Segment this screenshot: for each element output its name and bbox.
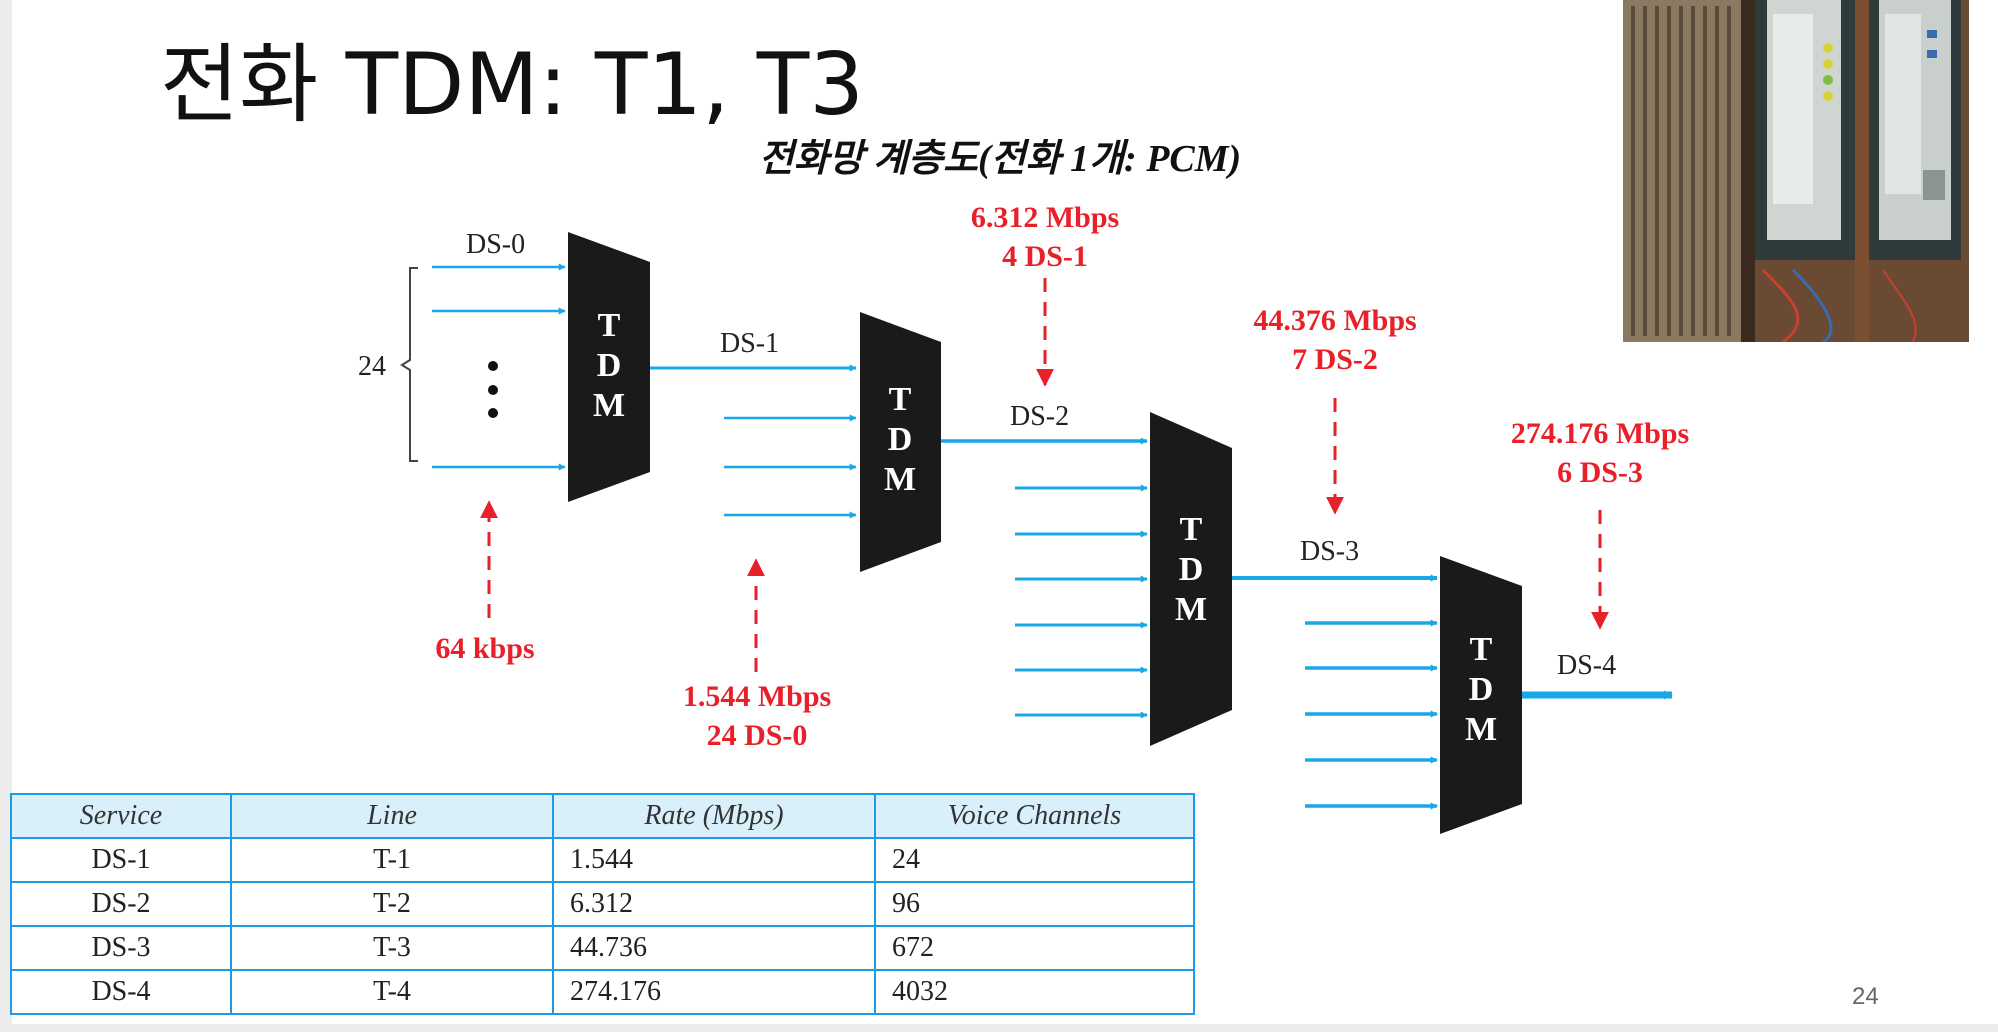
mux-letter: M: [1175, 591, 1207, 628]
mux-letter: T: [1180, 511, 1203, 548]
mux-letter: D: [1179, 551, 1204, 588]
table-cell: T-3: [230, 925, 554, 971]
annotation-rate: 274.176 Mbps: [1511, 417, 1689, 450]
tdm-mux-4: T D M: [1440, 556, 1522, 834]
table-cell: 4032: [874, 969, 1195, 1015]
signal-label-ds0: DS-0: [466, 229, 525, 260]
table-cell: DS-2: [10, 881, 232, 927]
mux-letter: M: [1465, 711, 1497, 748]
ds1-input-arrows: [724, 414, 857, 519]
mux-letter: T: [1470, 631, 1493, 668]
signal-label-ds3: DS-3: [1300, 536, 1359, 567]
ds3-input-arrows: [1305, 619, 1438, 810]
slide-bottom-edge: [0, 1024, 1998, 1032]
annotation-rate: 64 kbps: [435, 632, 534, 665]
tdm-mux-1: T D M: [568, 232, 650, 502]
annotation-rate: 1.544 Mbps: [683, 680, 831, 713]
table-header: Voice Channels: [874, 793, 1195, 839]
table-cell: DS-3: [10, 925, 232, 971]
table-header: Rate (Mbps): [552, 793, 876, 839]
ds-rate-table: Service Line Rate (Mbps) Voice Channels …: [10, 793, 1195, 1015]
annotation-count: 7 DS-2: [1292, 343, 1378, 376]
table-cell: 44.736: [552, 925, 876, 971]
table-row: DS-4 T-4 274.176 4032: [10, 969, 1195, 1015]
table-cell: 6.312: [552, 881, 876, 927]
table-row: DS-2 T-2 6.312 96: [10, 881, 1195, 927]
mux-letter: D: [1469, 671, 1494, 708]
tdm-mux-2: T D M: [860, 312, 941, 572]
table-cell: 24: [874, 837, 1195, 883]
slide-title: 전화 TDM: T1, T3: [160, 35, 865, 135]
diagram-subtitle: 전화망 계층도(전화 1개: PCM): [759, 138, 1241, 180]
slide-left-edge: [0, 0, 12, 1032]
table-header: Line: [230, 793, 554, 839]
table-cell: 96: [874, 881, 1195, 927]
table-cell: T-4: [230, 969, 554, 1015]
annotation-rate: 6.312 Mbps: [971, 201, 1119, 234]
annotation-count: 24 DS-0: [707, 719, 808, 752]
table-cell: DS-4: [10, 969, 232, 1015]
rate-annotation-arrows: [480, 278, 1609, 672]
mux-letter: D: [888, 421, 913, 458]
input-brace: [400, 267, 418, 462]
mux-letter: M: [593, 387, 625, 424]
equipment-photo: [1623, 0, 1969, 342]
table-cell: T-1: [230, 837, 554, 883]
annotation-rate: 44.376 Mbps: [1253, 304, 1416, 337]
mux-letter: D: [597, 347, 622, 384]
annotation-count: 6 DS-3: [1557, 456, 1643, 489]
signal-label-ds2: DS-2: [1010, 401, 1069, 432]
table-header: Service: [10, 793, 232, 839]
tdm-mux-3: T D M: [1150, 412, 1232, 746]
annotation-count: 4 DS-1: [1002, 240, 1088, 273]
input-count-label: 24: [358, 351, 386, 382]
ds0-input-arrows: [432, 263, 566, 471]
table-header-row: Service Line Rate (Mbps) Voice Channels: [10, 793, 1195, 839]
table-cell: T-2: [230, 881, 554, 927]
table-cell: 1.544: [552, 837, 876, 883]
table-row: DS-1 T-1 1.544 24: [10, 837, 1195, 883]
table-cell: DS-1: [10, 837, 232, 883]
page-number: 24: [1852, 983, 1879, 1010]
mux-letter: M: [884, 461, 916, 498]
mux-letter: T: [598, 307, 621, 344]
signal-label-ds4: DS-4: [1557, 650, 1616, 681]
table-cell: 274.176: [552, 969, 876, 1015]
table-cell: 672: [874, 925, 1195, 971]
ds2-input-arrows: [1015, 484, 1148, 719]
table-row: DS-3 T-3 44.736 672: [10, 925, 1195, 971]
mux-letter: T: [889, 381, 912, 418]
ellipsis-dots: [488, 361, 498, 418]
signal-label-ds1: DS-1: [720, 328, 779, 359]
